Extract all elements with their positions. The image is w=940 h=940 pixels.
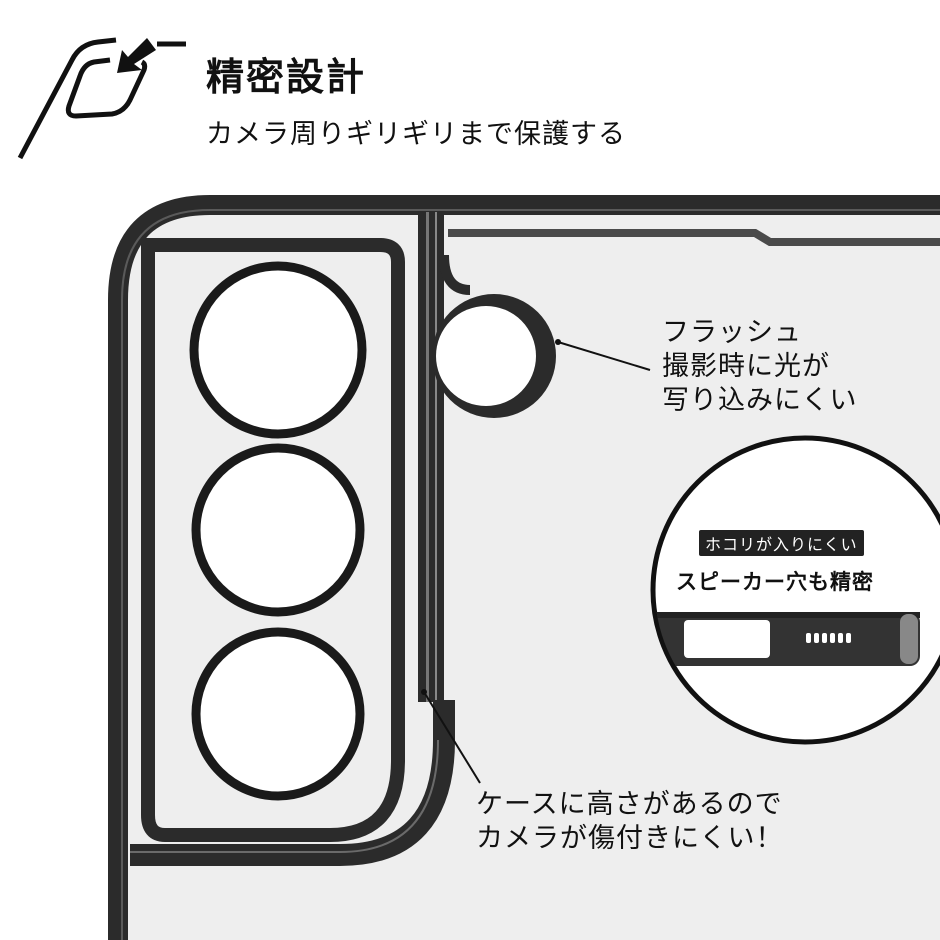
page-subtitle: カメラ周りギリギリまで保護する <box>206 119 626 150</box>
camera-edge-arrow-icon <box>17 37 186 160</box>
page-title: 精密設計 <box>206 55 367 99</box>
speaker-inset-title: スピーカー穴も精密 <box>676 570 874 594</box>
phone-case-illustration <box>108 195 940 940</box>
flash-callout: フラッシュ 撮影時に光が 写り込みにくい <box>662 317 858 416</box>
speaker-holes <box>806 633 851 643</box>
camera-height-callout: ケースに高さがあるので カメラが傷付きにくい！ <box>476 789 784 854</box>
dust-badge: ホコリが入りにくい <box>699 530 864 556</box>
